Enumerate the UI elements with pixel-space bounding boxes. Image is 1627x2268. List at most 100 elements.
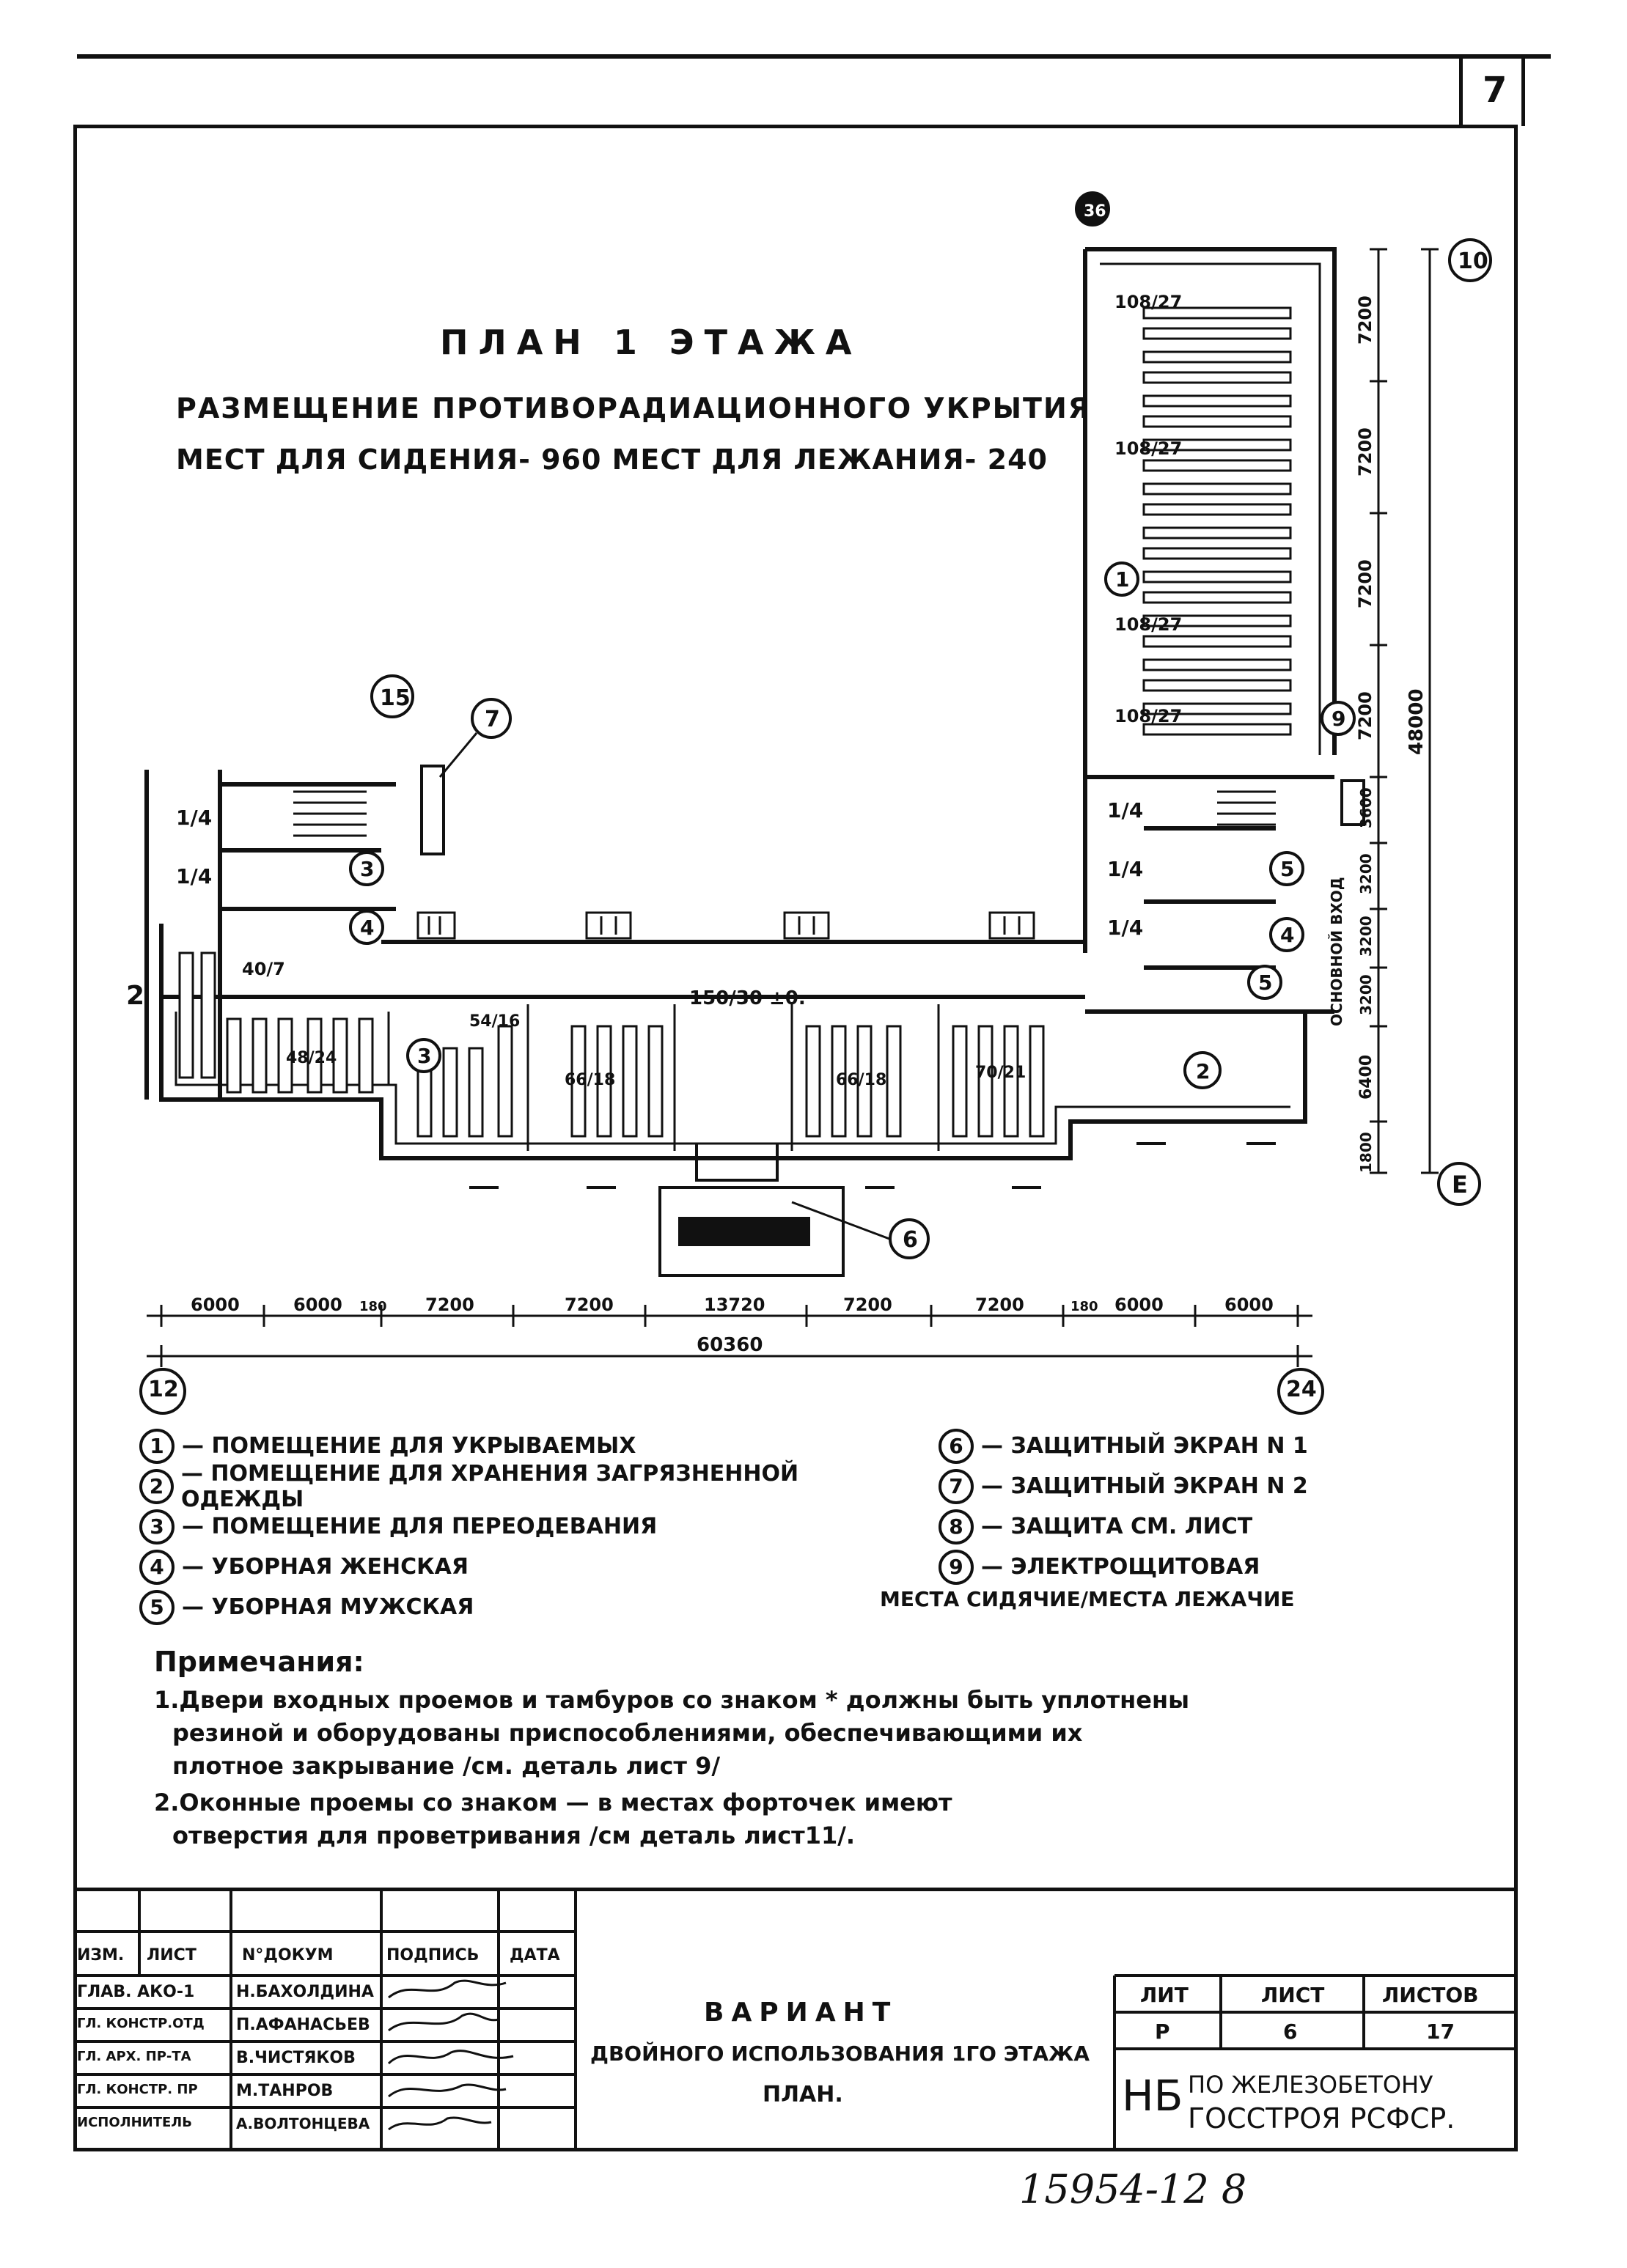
bunk [856, 1025, 873, 1138]
callout-circle [1269, 851, 1304, 886]
legend-text: — ПОМЕЩЕНИЕ ДЛЯ ХРАНЕНИЯ ЗАГРЯЗНЕННОЙ ОД… [180, 1460, 799, 1512]
bunk [442, 1047, 458, 1138]
level-mark: 150/30 ±0. [689, 987, 806, 1009]
bunk [886, 1025, 902, 1138]
tb-header-doc: N°ДОКУМ [242, 1946, 334, 1965]
bunk [1142, 371, 1292, 384]
legend-item: 2 — ПОМЕЩЕНИЕ ДЛЯ ХРАНЕНИЯ ЗАГРЯЗНЕННОЙ … [139, 1461, 909, 1512]
axis-label-15: 15 [380, 685, 411, 711]
sheet-number-box [1459, 59, 1525, 126]
bunk [1003, 1025, 1019, 1138]
leader-line [791, 1201, 890, 1240]
callout-label: 4 [1280, 923, 1294, 947]
callout-label: 3 [417, 1044, 431, 1068]
bunk [1142, 503, 1292, 516]
legend-number: 9 [939, 1549, 974, 1585]
callout-label: 4 [360, 916, 374, 940]
room-fraction: 70/21 [975, 1064, 1026, 1082]
tb-name: Н.БАХОЛДИНА [236, 1983, 374, 2001]
note-line: 2.Оконные проемы со знаком — в местах фо… [154, 1789, 952, 1816]
legend-left: 1 — ПОМЕЩЕНИЕ ДЛЯ УКРЫВАЕМЫХ 2 — ПОМЕЩЕН… [139, 1426, 909, 1627]
bunk [358, 1017, 374, 1094]
legend-number: 2 [139, 1468, 174, 1504]
bunk [1142, 591, 1292, 604]
bunk [977, 1025, 994, 1138]
right-side-rooms [1144, 826, 1276, 970]
legend-item: 8 — ЗАЩИТА СМ. ЛИСТ [939, 1506, 1452, 1547]
axis-bubble-10 [1448, 238, 1492, 282]
axis-bubble-12 [139, 1368, 186, 1415]
axis-label-12: 12 [148, 1377, 179, 1402]
callout-label: 6 [903, 1227, 918, 1253]
bunk [570, 1025, 587, 1138]
notes-heading: Примечания: [154, 1646, 364, 1678]
room-fraction: 40/7 [242, 959, 285, 979]
room-fraction: 54/16 [469, 1012, 520, 1031]
tb-name: А.ВОЛТОНЦЕВА [236, 2115, 370, 2132]
callout-label: 5 [1280, 857, 1294, 881]
sheet-corner-number: 7 [1483, 70, 1507, 111]
frame-top-edge [73, 125, 1518, 128]
title-block [73, 1888, 1514, 2151]
bunk [952, 1025, 968, 1138]
bunk [178, 951, 194, 1079]
protective-screen-2-left [420, 765, 445, 855]
horizontal-dim: 7200 [975, 1295, 1024, 1315]
legend-item: 9 — ЭЛЕКТРОЩИТОВАЯ [939, 1547, 1452, 1587]
bunk [1142, 415, 1292, 428]
legend-text: — ЗАЩИТНЫЙ ЭКРАН N 1 [981, 1433, 1308, 1459]
axis-label-36: 36 [1084, 202, 1106, 221]
horizontal-dim: 180 [359, 1299, 387, 1314]
legend-number: 8 [939, 1509, 974, 1544]
callout-label: 3 [360, 857, 374, 881]
legend-number: 4 [139, 1549, 175, 1585]
callout-label: 1 [1115, 567, 1129, 592]
left-wing-walls [144, 770, 222, 1100]
bunk [1142, 570, 1292, 583]
bunk [1029, 1025, 1045, 1138]
bunk [1142, 438, 1292, 452]
bunk [1142, 526, 1292, 540]
tb-name: М.ТАНРОВ [236, 2082, 334, 2100]
left-top-rooms [220, 782, 396, 911]
page-subtitle: РАЗМЕЩЕНИЕ ПРОТИВОРАДИАЦИОННОГО УКРЫТИЯ [176, 392, 1092, 424]
entrance-vestibule [695, 1144, 779, 1182]
tb-role: ГЛАВ. АКО-1 [77, 1983, 195, 2001]
bunk [1142, 547, 1292, 560]
bunk [1142, 679, 1292, 692]
tb-header-date: ДАТА [510, 1946, 560, 1965]
room-fraction: 48/24 [286, 1049, 337, 1067]
axis-bubble-E [1437, 1162, 1481, 1206]
stairs [293, 790, 1276, 940]
legend-text: — ЭЛЕКТРОЩИТОВАЯ [981, 1554, 1260, 1580]
horizontal-dim-overall-label: 60360 [697, 1334, 763, 1356]
bunk [1142, 327, 1292, 340]
axis-bubble-24 [1277, 1368, 1324, 1415]
bunk [332, 1017, 348, 1094]
horizontal-dim: 7200 [425, 1295, 474, 1315]
legend-number: 5 [139, 1589, 175, 1625]
sheet-frame [73, 125, 1518, 2151]
page-title: ПЛАН 1 ЭТАЖА [440, 323, 862, 362]
callout-circle [889, 1218, 930, 1259]
axis-label-10: 10 [1458, 248, 1488, 274]
bunk [1142, 635, 1292, 648]
legend-text: — ПОМЕЩЕНИЕ ДЛЯ ПЕРЕОДЕВАНИЯ [182, 1514, 658, 1539]
bunk [805, 1025, 821, 1138]
room-fraction: 66/18 [565, 1071, 615, 1089]
bunk [1142, 658, 1292, 671]
vertical-dim: 1800 [1357, 1132, 1375, 1173]
bunk [251, 1017, 268, 1094]
room-fraction: 108/27 [1114, 438, 1182, 459]
tb-sheets-label: ЛИСТОВ [1382, 1983, 1479, 2007]
horizontal-dim: 7200 [565, 1295, 614, 1315]
room-fraction: 1/4 [1107, 916, 1143, 940]
tb-role: ГЛ. КОНСТР. ПР [77, 2082, 198, 2097]
horizontal-dim: 6000 [191, 1295, 240, 1315]
horizontal-dim: 13720 [704, 1295, 765, 1315]
variant-title: ВАРИАНТ [704, 1998, 898, 2028]
axis-bubble-15 [370, 674, 414, 718]
sheet-top-rule [77, 54, 1551, 59]
callout-circle [471, 698, 512, 739]
axis-label-E: E [1452, 1171, 1468, 1199]
